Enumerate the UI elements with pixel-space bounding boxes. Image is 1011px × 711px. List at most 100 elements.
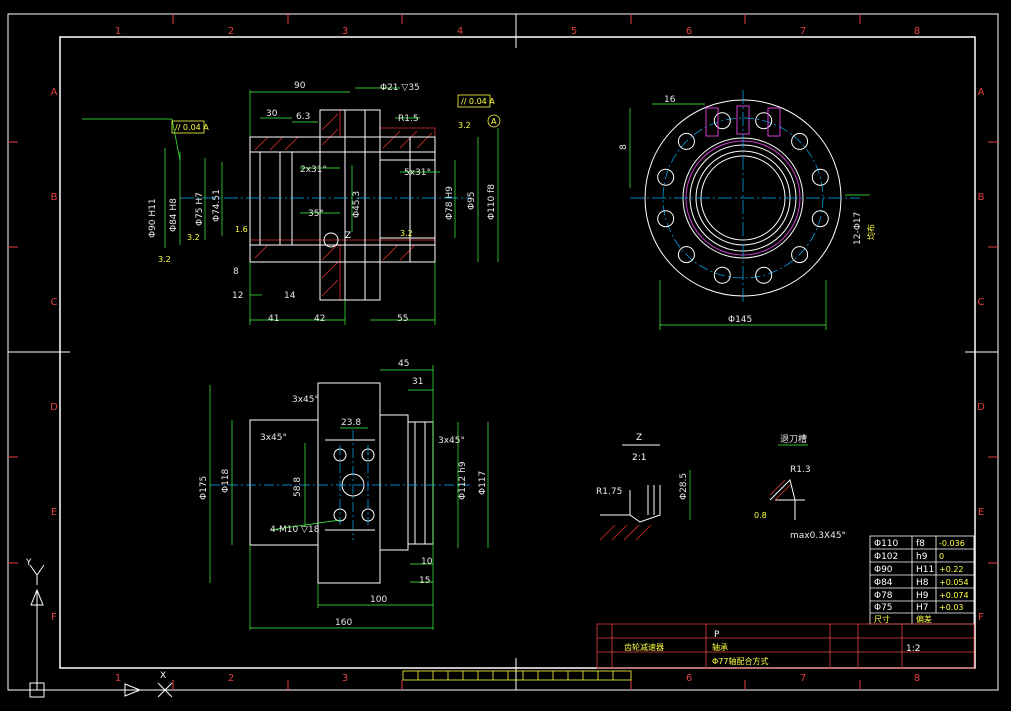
svg-text:f8: f8 bbox=[916, 539, 925, 549]
dim-phi110-f8: Φ110 f8 bbox=[487, 184, 497, 220]
title-block[interactable]: P 1:2 轴承 Φ77轴配合方式 齿轮减速器 bbox=[596, 623, 975, 669]
zone-col-3: 3 bbox=[342, 26, 348, 37]
dim-phi21: Φ21 ▽35 bbox=[380, 83, 420, 93]
side-view-flange[interactable]: 8 Φ145 16 12-Φ17 均布 bbox=[619, 90, 876, 330]
groove-rough: 0.8 bbox=[754, 511, 767, 520]
dim-phi75-h7: Φ75 H7 bbox=[195, 192, 205, 226]
svg-text:3.2: 3.2 bbox=[158, 255, 171, 264]
dim-6-3: 6.3 bbox=[296, 112, 310, 122]
dim-phi112-h9: Φ112 h9 bbox=[458, 461, 468, 500]
detail-z-r175: R1.75 bbox=[596, 487, 622, 497]
svg-text:// 0.04 A: // 0.04 A bbox=[461, 97, 495, 106]
front-section-view[interactable]: 90 30 6.3 Φ21 ▽35 R1.5 2x31° 35° Z 5x31°… bbox=[82, 81, 501, 325]
dim-15: 15 bbox=[419, 576, 430, 586]
svg-text:+0.054: +0.054 bbox=[939, 578, 969, 587]
svg-text:尺寸: 尺寸 bbox=[874, 614, 890, 624]
svg-text:Φ78: Φ78 bbox=[874, 591, 893, 601]
svg-text:Φ75: Φ75 bbox=[874, 603, 893, 613]
svg-text:F: F bbox=[51, 612, 57, 623]
title-name: 齿轮减速器 bbox=[624, 642, 664, 652]
svg-text:B: B bbox=[978, 192, 985, 203]
ucs-icon bbox=[29, 564, 173, 698]
bolt-hole bbox=[755, 266, 773, 284]
datum-a: A bbox=[487, 114, 501, 128]
dim-8: 8 bbox=[233, 267, 239, 277]
dim-phi90-h11: Φ90 H11 bbox=[148, 198, 158, 238]
bolt-hole bbox=[791, 246, 809, 264]
bolt-hole bbox=[677, 132, 695, 150]
svg-text:1.6: 1.6 bbox=[235, 225, 248, 234]
svg-text:H11: H11 bbox=[916, 565, 934, 575]
zone-col-1: 1 bbox=[115, 26, 121, 37]
dim-160: 160 bbox=[335, 618, 352, 628]
dim-phi95: Φ95 bbox=[467, 191, 477, 210]
zone-col-8: 8 bbox=[914, 26, 920, 37]
title-scale: 1:2 bbox=[906, 644, 920, 654]
dim-phi84-h8: Φ84 H8 bbox=[169, 198, 179, 232]
dim-4-m10: 4-M10 ▽18 bbox=[270, 525, 320, 535]
detail-z-view[interactable]: Z 2:1 R1.75 Φ28.5 bbox=[596, 433, 691, 541]
bolt-hole bbox=[713, 112, 731, 130]
ucs-x-label: X bbox=[160, 671, 166, 681]
dim-chamfer-5x31: 5x31° bbox=[404, 168, 431, 178]
detail-groove-view[interactable]: 退刀槽 R1.3 max0.3X45° 0.8 bbox=[754, 433, 846, 541]
svg-text:2: 2 bbox=[228, 673, 234, 684]
svg-text:B: B bbox=[51, 192, 58, 203]
dim-phi118: Φ118 bbox=[221, 468, 231, 493]
zone-col-7: 7 bbox=[800, 26, 806, 37]
front-dim-lines bbox=[82, 87, 499, 325]
column-labels-top: 1 2 3 4 5 6 7 8 bbox=[115, 26, 920, 37]
bolt-hole bbox=[791, 132, 809, 150]
dim-3x45-left: 3x45° bbox=[260, 433, 287, 443]
detail-z-phi28-5: Φ28.5 bbox=[679, 473, 689, 500]
svg-text:0: 0 bbox=[939, 552, 944, 561]
tolerance-frame-left: // 0.04 A bbox=[171, 120, 209, 134]
svg-text:E: E bbox=[978, 507, 984, 518]
svg-text:A: A bbox=[51, 87, 58, 98]
section-dimension-texts: 45 31 3x45° 23.8 3x45° 3x45° Φ175 Φ118 5… bbox=[199, 359, 488, 628]
svg-text:3: 3 bbox=[342, 673, 348, 684]
tolerance-table[interactable]: Φ110 f8 -0.036 Φ102 h9 0 Φ90 H11 +0.22 Φ… bbox=[869, 535, 975, 625]
dim-10: 10 bbox=[421, 557, 433, 567]
front-hatch bbox=[249, 109, 436, 301]
front-dimension-texts: 90 30 6.3 Φ21 ▽35 R1.5 2x31° 35° Z 5x31°… bbox=[148, 81, 497, 324]
dim-14: 14 bbox=[284, 291, 296, 301]
svg-text:3.2: 3.2 bbox=[400, 229, 413, 238]
svg-text:Φ90: Φ90 bbox=[874, 565, 893, 575]
section-outline bbox=[249, 382, 434, 584]
svg-text:8: 8 bbox=[914, 673, 920, 684]
dim-phi175: Φ175 bbox=[199, 476, 209, 500]
front-outline bbox=[249, 109, 436, 301]
dim-12: 12 bbox=[232, 291, 243, 301]
dim-35deg: 35° bbox=[308, 209, 324, 219]
bolt-holes bbox=[657, 112, 829, 284]
zone-col-5: 5 bbox=[571, 26, 577, 37]
dim-58-8: 58.8 bbox=[293, 477, 303, 497]
bolt-hole bbox=[811, 168, 829, 186]
dim-r1-5: R1.5 bbox=[398, 114, 419, 124]
bolt-hole bbox=[811, 210, 829, 228]
svg-text:-0.036: -0.036 bbox=[939, 539, 965, 548]
dim-3x45-top: 3x45° bbox=[292, 395, 319, 405]
svg-text:H7: H7 bbox=[916, 603, 929, 613]
dim-3x45-right: 3x45° bbox=[438, 436, 465, 446]
svg-text:C: C bbox=[978, 297, 985, 308]
zone-col-4: 4 bbox=[457, 26, 463, 37]
svg-text:C: C bbox=[51, 297, 58, 308]
bottom-section-view[interactable]: 45 31 3x45° 23.8 3x45° 3x45° Φ175 Φ118 5… bbox=[199, 359, 489, 630]
dim-30: 30 bbox=[266, 109, 278, 119]
section-dim-lines bbox=[209, 365, 489, 630]
dim-phi78-h9: Φ78 H9 bbox=[445, 186, 455, 220]
groove-title: 退刀槽 bbox=[780, 433, 807, 445]
detail-z-marker: Z bbox=[345, 231, 351, 241]
svg-text:6: 6 bbox=[686, 673, 692, 684]
dim-phi145: Φ145 bbox=[728, 315, 752, 325]
bolt-hole bbox=[755, 112, 773, 130]
detail-z-scale: 2:1 bbox=[632, 453, 646, 463]
svg-text:A: A bbox=[978, 87, 985, 98]
ucs-y-label: Y bbox=[25, 558, 32, 568]
svg-text:A: A bbox=[491, 117, 497, 126]
tolerance-frame-right: // 0.04 A bbox=[457, 94, 495, 108]
svg-text:F: F bbox=[978, 612, 984, 623]
